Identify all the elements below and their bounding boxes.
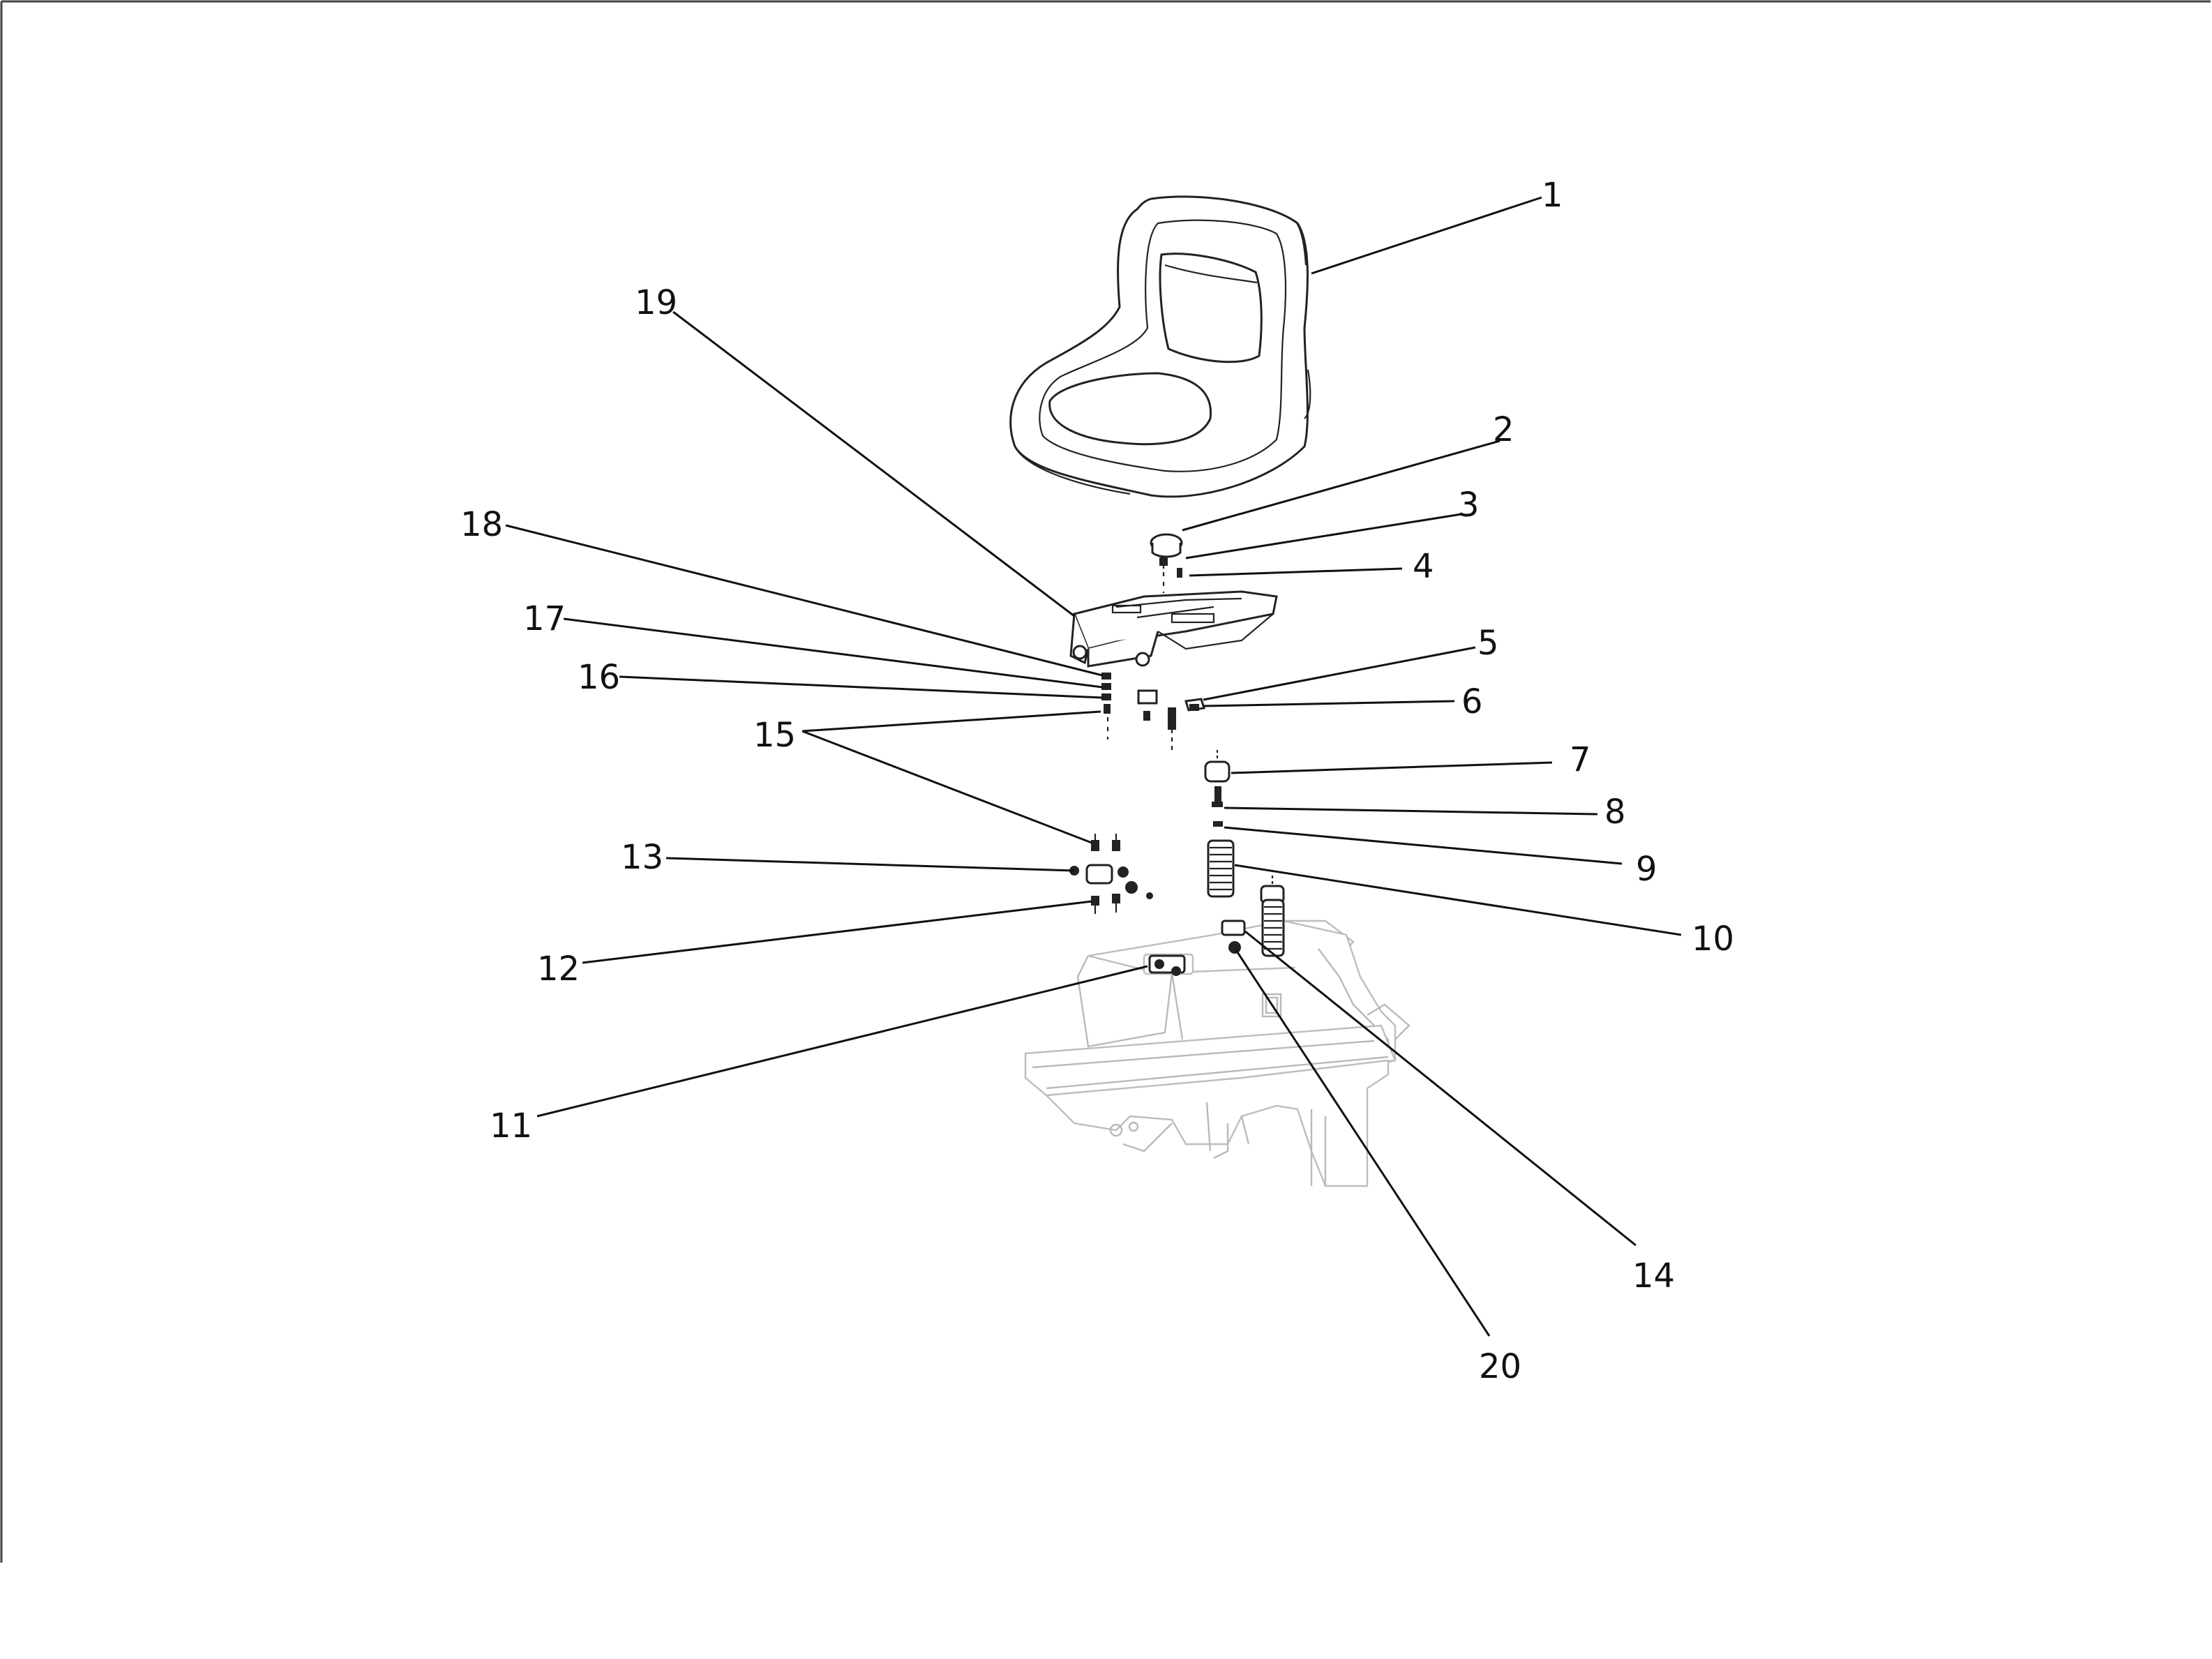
leader-lines: [505, 196, 1682, 1337]
leader-13: [665, 857, 1075, 872]
callout-17: 17: [523, 599, 566, 638]
fasteners-upper: [1101, 533, 1205, 753]
leader-16: [619, 675, 1103, 699]
drawing-border: [0, 0, 2211, 1563]
callout-5: 5: [1477, 624, 1499, 663]
callout-9: 9: [1636, 850, 1657, 889]
leader-10: [1234, 864, 1682, 936]
callout-20: 20: [1479, 1347, 1521, 1386]
callout-14: 14: [1632, 1256, 1675, 1296]
callout-labels: 1 2 3 4 5 6 7 8 9 10 11 12 13 14 15 16 1…: [460, 176, 1734, 1386]
spring-assembly: [1204, 750, 1285, 957]
callout-7: 7: [1570, 740, 1591, 779]
callout-16: 16: [578, 658, 620, 697]
leader-2: [1182, 440, 1500, 532]
callout-8: 8: [1604, 793, 1626, 832]
callout-3: 3: [1458, 486, 1480, 525]
leader-19: [672, 310, 1075, 617]
leader-3: [1185, 513, 1462, 560]
leader-9: [1224, 826, 1623, 865]
fasteners-lower: [1069, 834, 1186, 976]
leader-14: [1244, 930, 1637, 1247]
seat: [1009, 195, 1311, 498]
callout-2: 2: [1493, 410, 1514, 449]
leader-7: [1231, 761, 1553, 774]
callout-13: 13: [621, 838, 663, 877]
leader-15a: [802, 710, 1101, 733]
callout-11: 11: [490, 1106, 532, 1146]
leader-15b: [802, 730, 1092, 844]
leader-6: [1203, 700, 1455, 707]
leader-11: [536, 965, 1148, 1118]
callout-15: 15: [753, 716, 796, 755]
leader-5: [1203, 646, 1476, 701]
leader-18: [505, 524, 1103, 677]
leader-1: [1311, 196, 1542, 275]
callout-6: 6: [1461, 682, 1483, 721]
seat-pan-bracket: [1069, 590, 1278, 668]
callout-4: 4: [1413, 547, 1434, 586]
callout-10: 10: [1692, 919, 1734, 959]
tractor-frame: [1024, 919, 1410, 1187]
leader-17: [563, 617, 1103, 689]
callout-12: 12: [537, 949, 580, 989]
leader-8: [1224, 806, 1598, 816]
leader-12: [582, 900, 1092, 964]
leader-4: [1189, 567, 1403, 577]
callout-1: 1: [1542, 176, 1563, 215]
leader-20: [1235, 949, 1491, 1337]
callout-19: 19: [635, 283, 677, 322]
callout-18: 18: [460, 505, 503, 544]
